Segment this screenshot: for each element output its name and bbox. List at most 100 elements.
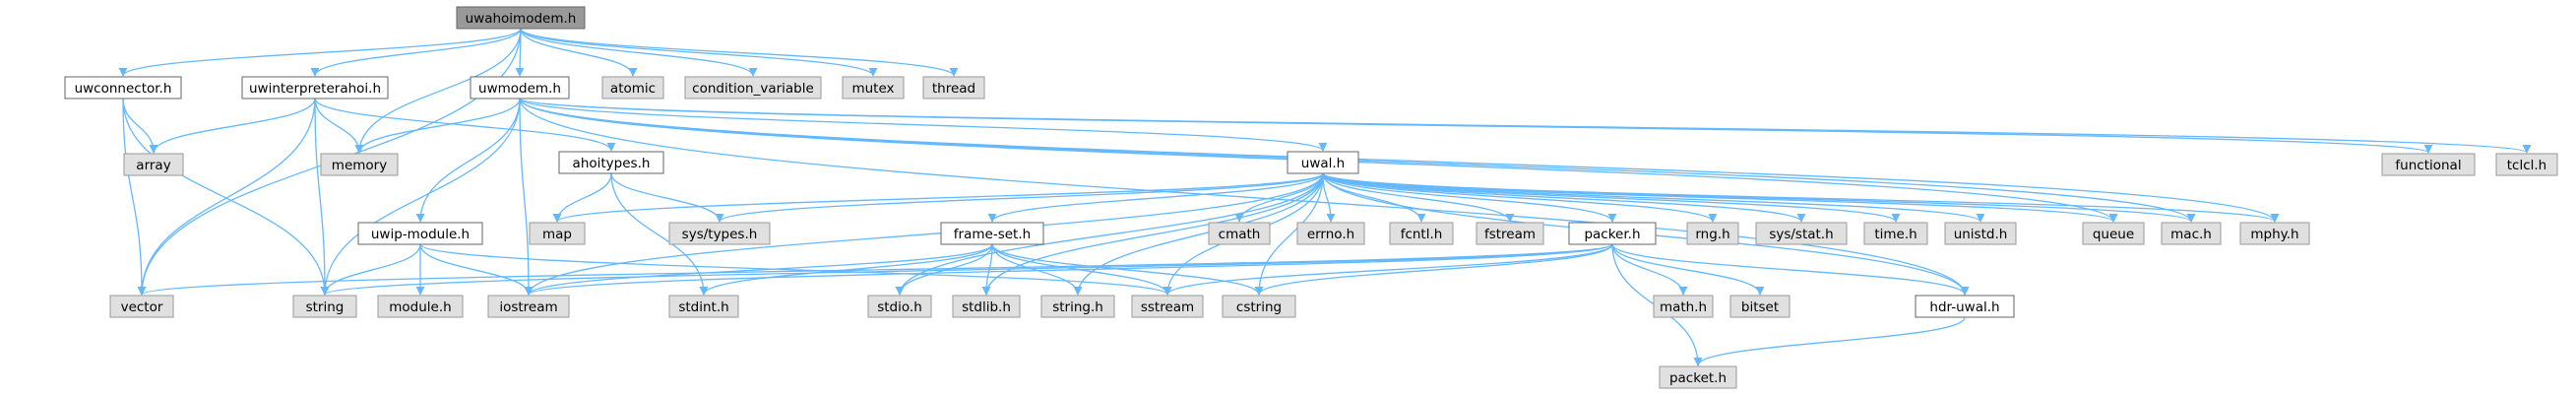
node-label: uwahoimodem.h bbox=[466, 11, 577, 27]
node-label: packer.h bbox=[1584, 227, 1640, 242]
edge-packer-to-string bbox=[320, 243, 1613, 296]
node-uwinterpreterahoi[interactable]: uwinterpreterahoi.h bbox=[241, 76, 389, 99]
edge-ahoitypes-to-sys_types bbox=[610, 172, 724, 223]
edge-uwmodem-to-iostream bbox=[519, 98, 534, 296]
edge-uwal-to-rng bbox=[1322, 172, 1718, 223]
node-label: errno.h bbox=[1307, 227, 1354, 242]
node-map: map bbox=[529, 222, 586, 245]
node-stdio: stdio.h bbox=[867, 295, 932, 318]
node-box bbox=[867, 295, 932, 318]
node-hdr-uwal[interactable]: hdr-uwal.h bbox=[1915, 295, 2015, 318]
node-box bbox=[1131, 295, 1204, 318]
node-uwip-module[interactable]: uwip-module.h bbox=[357, 222, 483, 245]
node-label: tclcl.h bbox=[2507, 158, 2547, 173]
node-box bbox=[1659, 365, 1737, 389]
node-atomic: atomic bbox=[601, 76, 664, 99]
edge-packer-to-iostream bbox=[524, 243, 1613, 296]
node-box bbox=[1287, 151, 1359, 174]
node-box bbox=[1296, 222, 1365, 245]
node-box bbox=[529, 222, 586, 245]
edge-uwconnector-to-string bbox=[122, 98, 330, 296]
edge-hdr_uwal-to-packet bbox=[1693, 316, 1966, 366]
node-label: queue bbox=[2093, 227, 2134, 242]
node-label: ahoitypes.h bbox=[573, 156, 651, 171]
node-box bbox=[1729, 295, 1791, 318]
node-box bbox=[1208, 222, 1271, 245]
node-label: uwal.h bbox=[1301, 156, 1345, 171]
node-box bbox=[558, 151, 664, 174]
node-uwahoimodem[interactable]: uwahoimodem.h bbox=[456, 6, 586, 30]
node-string-h: string.h bbox=[1040, 295, 1115, 318]
edge-uwmodem-to-hdr_uwal bbox=[519, 98, 1970, 296]
node-label: memory bbox=[332, 158, 387, 173]
node-time: time.h bbox=[1863, 222, 1928, 245]
node-box bbox=[2161, 222, 2222, 245]
node-frame-set[interactable]: frame-set.h bbox=[940, 222, 1044, 245]
node-queue: queue bbox=[2082, 222, 2145, 245]
node-uwal[interactable]: uwal.h bbox=[1287, 151, 1359, 174]
node-label: stdint.h bbox=[678, 299, 728, 315]
node-box bbox=[1389, 222, 1454, 245]
node-cmath: cmath bbox=[1208, 222, 1271, 245]
node-box bbox=[1686, 222, 1739, 245]
node-box bbox=[357, 222, 483, 245]
node-label: rng.h bbox=[1695, 227, 1729, 242]
node-sstream: sstream bbox=[1131, 295, 1204, 318]
node-label: hdr-uwal.h bbox=[1929, 299, 1999, 315]
node-label: bitset bbox=[1741, 299, 1779, 315]
edge-uwconnector-to-array bbox=[122, 98, 158, 154]
node-box bbox=[2082, 222, 2145, 245]
edge-uwahoimodem-to-uwinterpreterahoi bbox=[310, 28, 522, 77]
node-box bbox=[1944, 222, 2017, 245]
edge-uwal-to-mphy bbox=[1322, 172, 2280, 223]
node-uwconnector[interactable]: uwconnector.h bbox=[64, 76, 182, 99]
node-label: mac.h bbox=[2170, 227, 2212, 242]
node-errno: errno.h bbox=[1296, 222, 1365, 245]
node-label: array bbox=[136, 158, 170, 173]
edge-uwal-to-unistd bbox=[1322, 172, 1985, 223]
node-math: math.h bbox=[1653, 295, 1714, 318]
edge-uwal-to-iostream bbox=[524, 172, 1324, 296]
node-string: string bbox=[292, 295, 357, 318]
node-stdint: stdint.h bbox=[668, 295, 739, 318]
node-box bbox=[601, 76, 664, 99]
edge-uwahoimodem-to-thread bbox=[520, 28, 959, 77]
node-unistd: unistd.h bbox=[1944, 222, 2017, 245]
node-box bbox=[668, 222, 771, 245]
node-label: stdlib.h bbox=[962, 299, 1011, 315]
node-fstream: fstream bbox=[1476, 222, 1544, 245]
edge-uwal-to-stdlib bbox=[981, 172, 1324, 296]
node-box bbox=[2495, 153, 2558, 176]
node-stdlib: stdlib.h bbox=[952, 295, 1021, 318]
node-label: thread bbox=[932, 81, 975, 97]
edge-uwahoimodem-to-condition_variable bbox=[520, 28, 758, 77]
node-box bbox=[922, 76, 985, 99]
node-label: math.h bbox=[1660, 299, 1707, 315]
node-label: condition_variable bbox=[692, 81, 814, 97]
edge-uwahoimodem-to-atomic bbox=[520, 28, 638, 77]
node-packet: packet.h bbox=[1659, 365, 1737, 389]
node-ahoitypes[interactable]: ahoitypes.h bbox=[558, 151, 664, 174]
edge-uwip_module-to-sstream bbox=[419, 243, 1172, 296]
node-box bbox=[123, 153, 184, 176]
node-label: atomic bbox=[610, 81, 656, 97]
node-label: uwinterpreterahoi.h bbox=[249, 81, 381, 97]
node-uwmodem[interactable]: uwmodem.h bbox=[470, 76, 570, 99]
node-vector: vector bbox=[109, 295, 174, 318]
node-sys-types: sys/types.h bbox=[668, 222, 771, 245]
edge-uwal-to-fstream bbox=[1322, 172, 1515, 223]
node-box bbox=[2239, 222, 2310, 245]
edge-packer-to-bitset bbox=[1611, 243, 1765, 296]
node-label: sstream bbox=[1141, 299, 1194, 315]
node-label: unistd.h bbox=[1954, 227, 2008, 242]
node-box bbox=[1755, 222, 1848, 245]
node-packer[interactable]: packer.h bbox=[1568, 222, 1657, 245]
edge-uwal-to-cmath bbox=[1234, 172, 1324, 223]
node-label: fstream bbox=[1484, 227, 1536, 242]
edge-uwmodem-to-memory bbox=[354, 98, 521, 154]
edge-uwmodem-to-string bbox=[320, 98, 521, 296]
node-box bbox=[1476, 222, 1544, 245]
node-module: module.h bbox=[377, 295, 464, 318]
edge-uwconnector-to-vector bbox=[122, 98, 147, 296]
